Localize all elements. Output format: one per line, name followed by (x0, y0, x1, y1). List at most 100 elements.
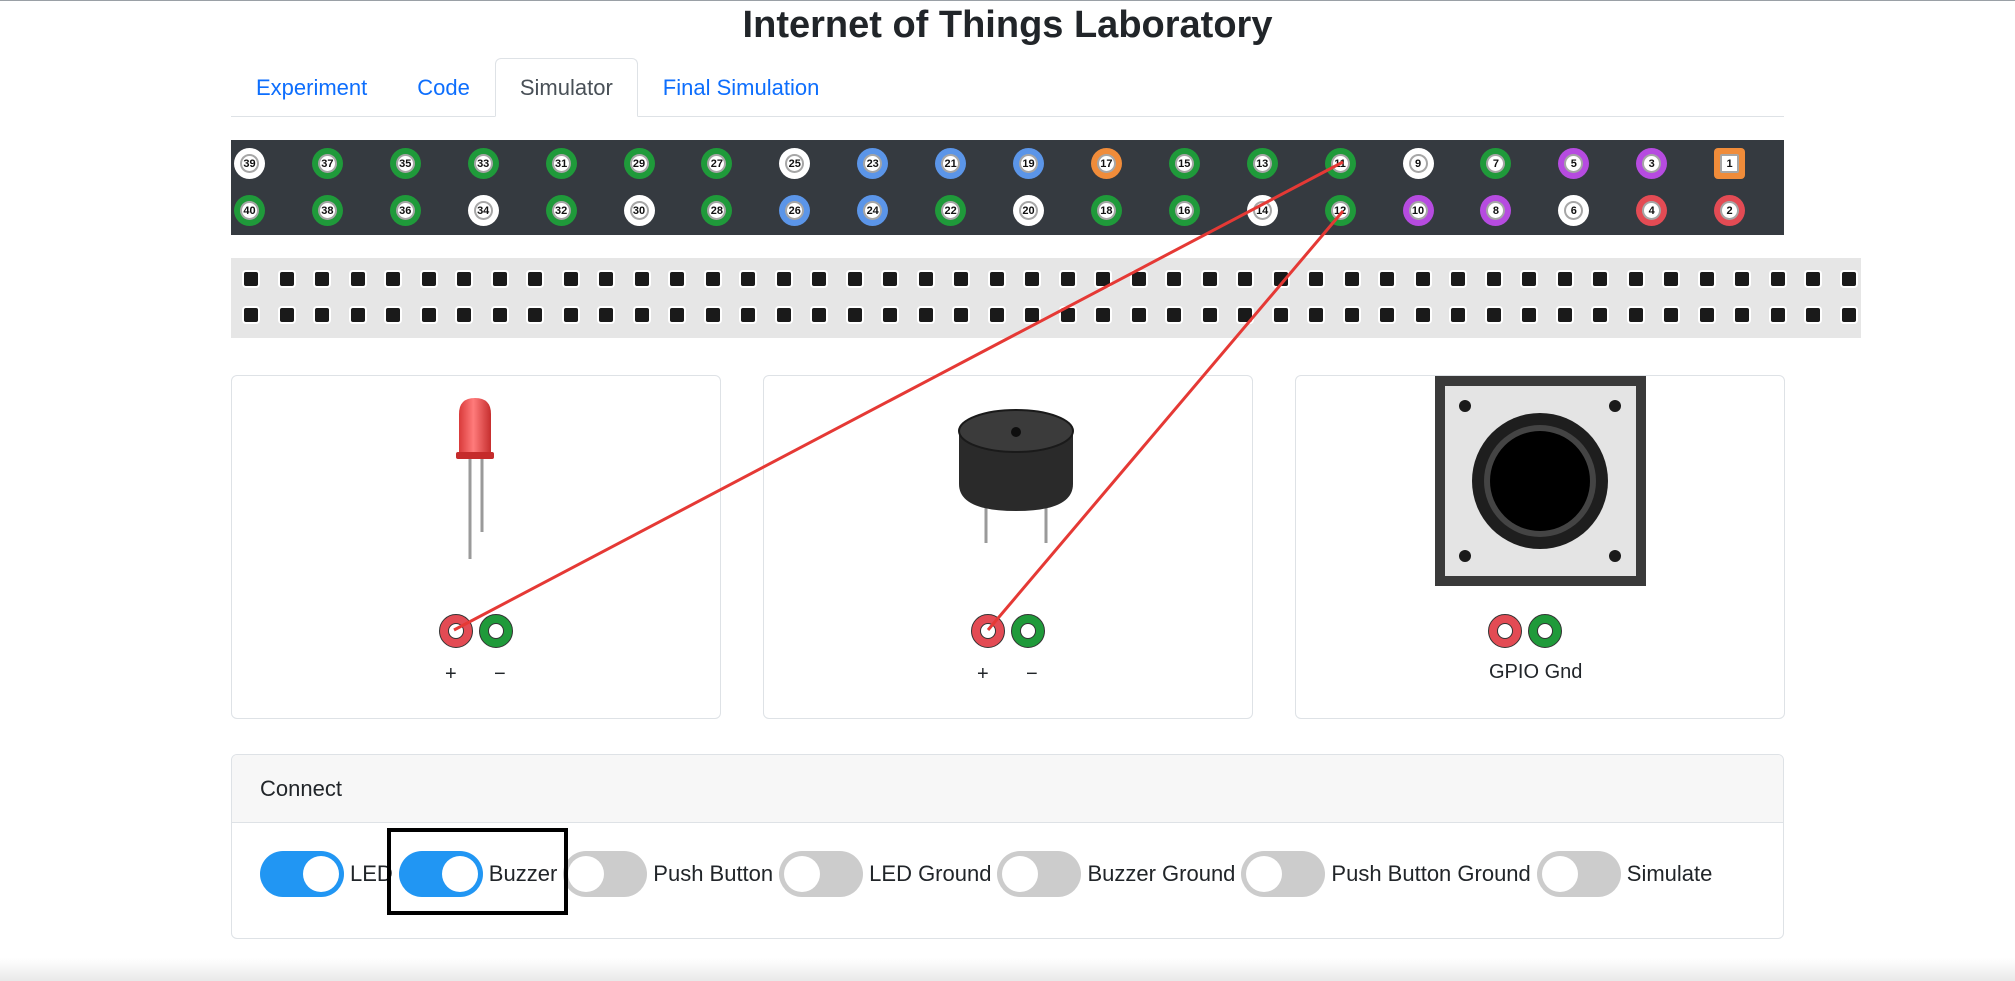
gpio-pin-2[interactable]: 2 (1714, 195, 1746, 226)
breadboard-hole (670, 308, 684, 322)
buzzer-switch[interactable] (398, 851, 483, 897)
buzzer-minus-label: − (1026, 663, 1038, 685)
breadboard-hole (599, 272, 613, 286)
toggle-row: LED Buzzer Push Button LED Ground Buzzer… (260, 851, 1718, 897)
gpio-pin-29[interactable]: 29 (623, 148, 655, 179)
push-button-gpio-terminal[interactable] (1488, 614, 1522, 648)
gpio-pin-35[interactable]: 35 (389, 148, 421, 179)
gpio-pin-9[interactable]: 9 (1402, 148, 1434, 179)
breadboard-hole (386, 272, 400, 286)
gpio-pin-23[interactable]: 23 (857, 148, 889, 179)
tab-simulator[interactable]: Simulator (494, 58, 638, 117)
buzzer-minus-terminal[interactable] (1011, 614, 1045, 648)
breadboard-hole (918, 308, 933, 322)
gpio-pin-17[interactable]: 17 (1090, 148, 1122, 179)
gpio-pin-13[interactable]: 13 (1246, 148, 1278, 179)
gpio-pin-32[interactable]: 32 (545, 195, 577, 226)
gpio-pin-6[interactable]: 6 (1558, 195, 1590, 226)
gpio-pin-40[interactable]: 40 (234, 195, 265, 226)
gpio-pin-25[interactable]: 25 (779, 148, 811, 179)
led-ground-toggle[interactable]: LED Ground (779, 851, 991, 897)
gpio-pin-15[interactable]: 15 (1168, 148, 1200, 179)
gpio-pin-19[interactable]: 19 (1013, 148, 1044, 179)
breadboard-hole (847, 308, 862, 322)
simulate-switch[interactable] (1536, 851, 1621, 897)
gpio-pin-number: 36 (399, 204, 412, 217)
gpio-pin-16[interactable]: 16 (1168, 195, 1200, 226)
gpio-pin-number: 40 (243, 204, 256, 217)
push-button-gnd-terminal[interactable] (1528, 614, 1562, 648)
gpio-pin-27[interactable]: 27 (701, 148, 733, 179)
led-card: + − (231, 375, 721, 719)
gpio-pin-7[interactable]: 7 (1480, 148, 1512, 179)
gpio-pin-22[interactable]: 22 (935, 195, 967, 226)
gpio-pin-number: 21 (944, 157, 957, 170)
buzzer-toggle[interactable]: Buzzer (398, 851, 557, 897)
gpio-pin-31[interactable]: 31 (545, 148, 577, 179)
tab-code[interactable]: Code (417, 74, 470, 100)
push-button-toggle[interactable]: Push Button (563, 851, 773, 897)
breadboard-hole (1735, 272, 1749, 286)
led-minus-terminal[interactable] (479, 614, 513, 648)
breadboard-hole (1025, 308, 1039, 322)
breadboard-hole (528, 272, 542, 286)
breadboard-hole (1415, 308, 1430, 322)
breadboard-hole (812, 272, 826, 286)
gpio-pin-1[interactable]: 1 (1714, 148, 1746, 179)
led-ground-switch[interactable] (779, 851, 864, 897)
gpio-pin-11[interactable]: 11 (1324, 148, 1356, 179)
gpio-pin-20[interactable]: 20 (1013, 195, 1044, 226)
breadboard-hole (1841, 308, 1856, 322)
buzzer-ground-toggle-label: Buzzer Ground (1087, 861, 1236, 886)
gpio-pin-number: 2 (1726, 204, 1733, 217)
tab-final-simulation[interactable]: Final Simulation (662, 74, 820, 100)
breadboard-hole (1096, 308, 1110, 322)
buzzer-plus-terminal[interactable] (971, 614, 1005, 648)
gpio-pin-36[interactable]: 36 (389, 195, 421, 226)
led-switch[interactable] (260, 851, 344, 897)
breadboard-hole (918, 272, 933, 286)
led-toggle[interactable]: LED (260, 851, 393, 897)
push-button-switch[interactable] (563, 851, 648, 897)
gpio-pin-8[interactable]: 8 (1480, 195, 1512, 226)
gpio-pin-21[interactable]: 21 (935, 148, 967, 179)
gpio-pin-number: 15 (1178, 157, 1191, 170)
focus-highlight-box (387, 828, 568, 915)
led-plus-terminal[interactable] (439, 614, 473, 648)
breadboard-hole (1167, 308, 1181, 322)
gpio-pin-38[interactable]: 38 (311, 195, 343, 226)
buzzer-ground-toggle[interactable]: Buzzer Ground (997, 851, 1235, 897)
gpio-pin-number: 39 (243, 157, 256, 170)
buzzer-ground-switch[interactable] (997, 851, 1082, 897)
gpio-pin-4[interactable]: 4 (1636, 195, 1668, 226)
breadboard-hole (1060, 272, 1075, 286)
breadboard-hole (705, 308, 720, 322)
simulate-toggle[interactable]: Simulate (1536, 851, 1712, 897)
gpio-pin-24[interactable]: 24 (857, 195, 889, 226)
gpio-pin-26[interactable]: 26 (779, 195, 811, 226)
gpio-pin-37[interactable]: 37 (311, 148, 343, 179)
top-border (0, 0, 2015, 1)
gpio-pin-10[interactable]: 10 (1402, 195, 1434, 226)
breadboard-hole (1593, 308, 1607, 322)
led-icon (456, 398, 494, 559)
gpio-pin-33[interactable]: 33 (467, 148, 499, 179)
push-button-ground-toggle[interactable]: Push Button Ground (1241, 851, 1531, 897)
gpio-pin-34[interactable]: 34 (467, 195, 499, 226)
gpio-pin-18[interactable]: 18 (1090, 195, 1122, 226)
gpio-pin-30[interactable]: 30 (623, 195, 655, 226)
breadboard-hole (1167, 272, 1181, 286)
breadboard-hole (1486, 308, 1501, 322)
breadboard-hole (1522, 308, 1536, 322)
gpio-pin-28[interactable]: 28 (701, 195, 733, 226)
gpio-pin-3[interactable]: 3 (1636, 148, 1668, 179)
gpio-pin-39[interactable]: 39 (234, 148, 265, 179)
breadboard-hole (1096, 272, 1110, 286)
tab-experiment[interactable]: Experiment (256, 74, 368, 100)
gpio-pin-12[interactable]: 12 (1324, 195, 1356, 226)
gpio-pin-number: 22 (944, 204, 957, 217)
gpio-pin-14[interactable]: 14 (1246, 195, 1278, 226)
push-button-ground-switch[interactable] (1241, 851, 1326, 897)
gpio-pin-5[interactable]: 5 (1558, 148, 1590, 179)
breadboard-hole (1273, 308, 1288, 322)
